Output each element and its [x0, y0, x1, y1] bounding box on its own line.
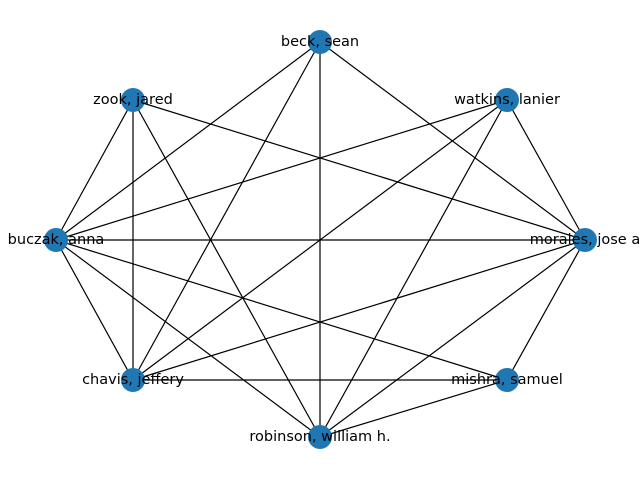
edge-beck-buczak [55, 41, 321, 241]
edge-zook-morales [132, 99, 586, 241]
edge-layer [55, 41, 586, 438]
label-layer: beck, sean watkins, lanier morales, jose a… [8, 34, 640, 445]
edge-beck-chavis [132, 41, 321, 381]
node-label-morales: morales, jose a [530, 232, 640, 248]
node-label-zook: zook, jared [93, 92, 173, 108]
node-label-chavis: chavis, jeffery [82, 372, 184, 388]
node-mishra [495, 368, 519, 392]
node-watkins [495, 88, 519, 112]
edge-zook-robinson [132, 99, 321, 438]
edge-robinson-mishra [319, 379, 508, 438]
edge-watkins-morales [506, 99, 586, 241]
edge-morales-mishra [506, 239, 586, 381]
edge-watkins-buczak [55, 99, 508, 241]
node-beck [308, 30, 332, 54]
node-robinson [308, 425, 332, 449]
node-label-buczak: buczak, anna [8, 232, 105, 248]
edge-zook-buczak [55, 99, 134, 241]
node-label-mishra: mishra, samuel [451, 372, 563, 388]
node-label-beck: beck, sean [281, 34, 359, 50]
node-morales [573, 228, 597, 252]
edge-morales-robinson [319, 239, 586, 438]
node-layer [44, 30, 597, 449]
node-chavis [121, 368, 145, 392]
node-buczak [44, 228, 68, 252]
node-zook [121, 88, 145, 112]
node-label-robinson: robinson, william h. [249, 429, 390, 445]
node-label-watkins: watkins, lanier [454, 92, 560, 108]
edge-buczak-mishra [55, 239, 508, 381]
edge-morales-chavis [132, 239, 586, 381]
edge-watkins-robinson [319, 99, 508, 438]
edge-buczak-robinson [55, 239, 321, 438]
edge-buczak-chavis [55, 239, 134, 381]
